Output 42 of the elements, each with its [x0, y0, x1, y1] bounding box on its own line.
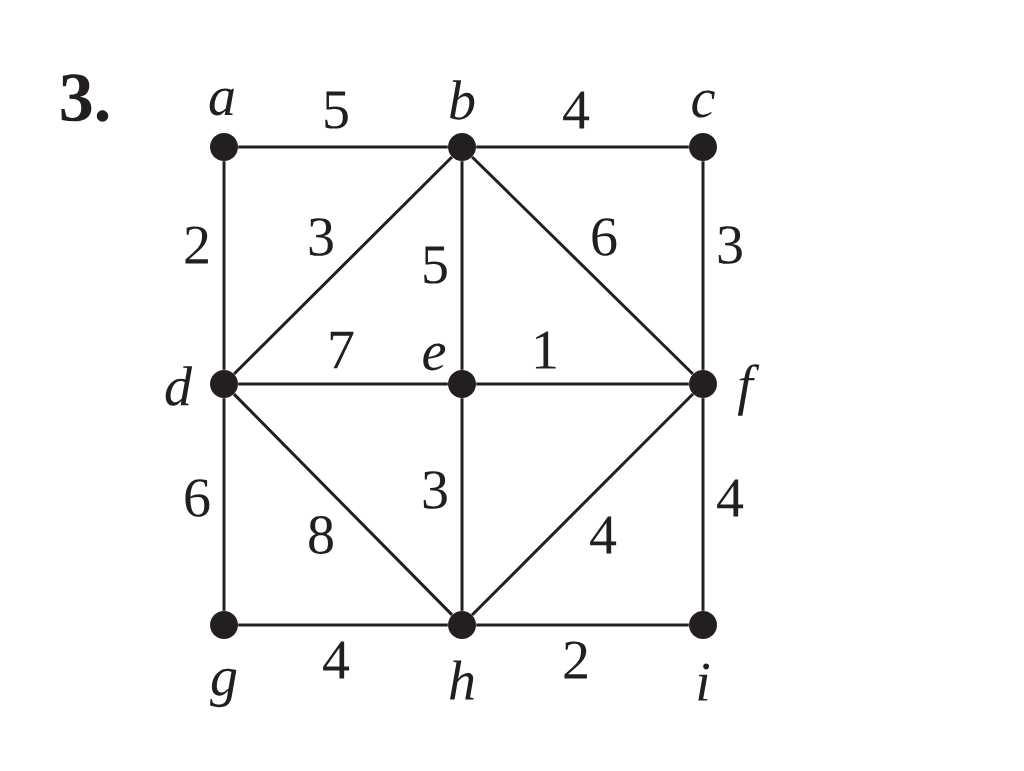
- vertex-label: i: [698, 663, 710, 701]
- edge-line: [232, 393, 454, 616]
- edge-line: [460, 161, 464, 370]
- edge-line: [471, 155, 694, 376]
- edge-line: [701, 161, 705, 370]
- edge-weight: 2: [185, 226, 208, 264]
- edge-weight: 4: [717, 479, 744, 517]
- edge-line: [476, 623, 689, 627]
- edge-weight: 5: [325, 91, 348, 129]
- edge-line: [460, 398, 464, 611]
- edge-line: [471, 393, 695, 617]
- edge-line: [238, 382, 448, 386]
- vertex-label: g: [210, 668, 237, 708]
- edge-weight: 7: [330, 331, 354, 369]
- edge-line: [238, 623, 448, 627]
- vertex-label: f: [737, 364, 760, 416]
- edge-line: [476, 382, 689, 386]
- edge-line: [238, 145, 448, 149]
- vertex-label: a: [209, 88, 234, 116]
- edge-weight: 1: [535, 331, 556, 369]
- vertex-label: b: [450, 80, 475, 120]
- vertex-label: h: [450, 660, 474, 700]
- edge-weight: 4: [563, 91, 590, 129]
- edge-weight: 6: [592, 218, 617, 256]
- edge-weight: 4: [590, 516, 617, 554]
- edge-weight: 2: [564, 641, 587, 679]
- vertex-label: d: [165, 366, 193, 406]
- edge-weight: 3: [718, 226, 742, 264]
- edge-weight: 4: [323, 641, 350, 679]
- edge-weight: 3: [309, 218, 333, 256]
- vertex-label: e: [423, 343, 446, 371]
- edge-line: [233, 155, 453, 376]
- problem-number: 3.: [61, 74, 109, 122]
- edge-weight: 8: [309, 516, 333, 554]
- edge-weight: 3: [423, 471, 447, 509]
- edge-line: [222, 398, 226, 611]
- edge-line: [222, 161, 226, 370]
- edge-weight: 6: [185, 479, 210, 517]
- vertex-label: c: [692, 90, 715, 118]
- edge-weight: 5: [424, 246, 447, 284]
- edge-line: [701, 398, 705, 611]
- edge-line: [476, 145, 689, 149]
